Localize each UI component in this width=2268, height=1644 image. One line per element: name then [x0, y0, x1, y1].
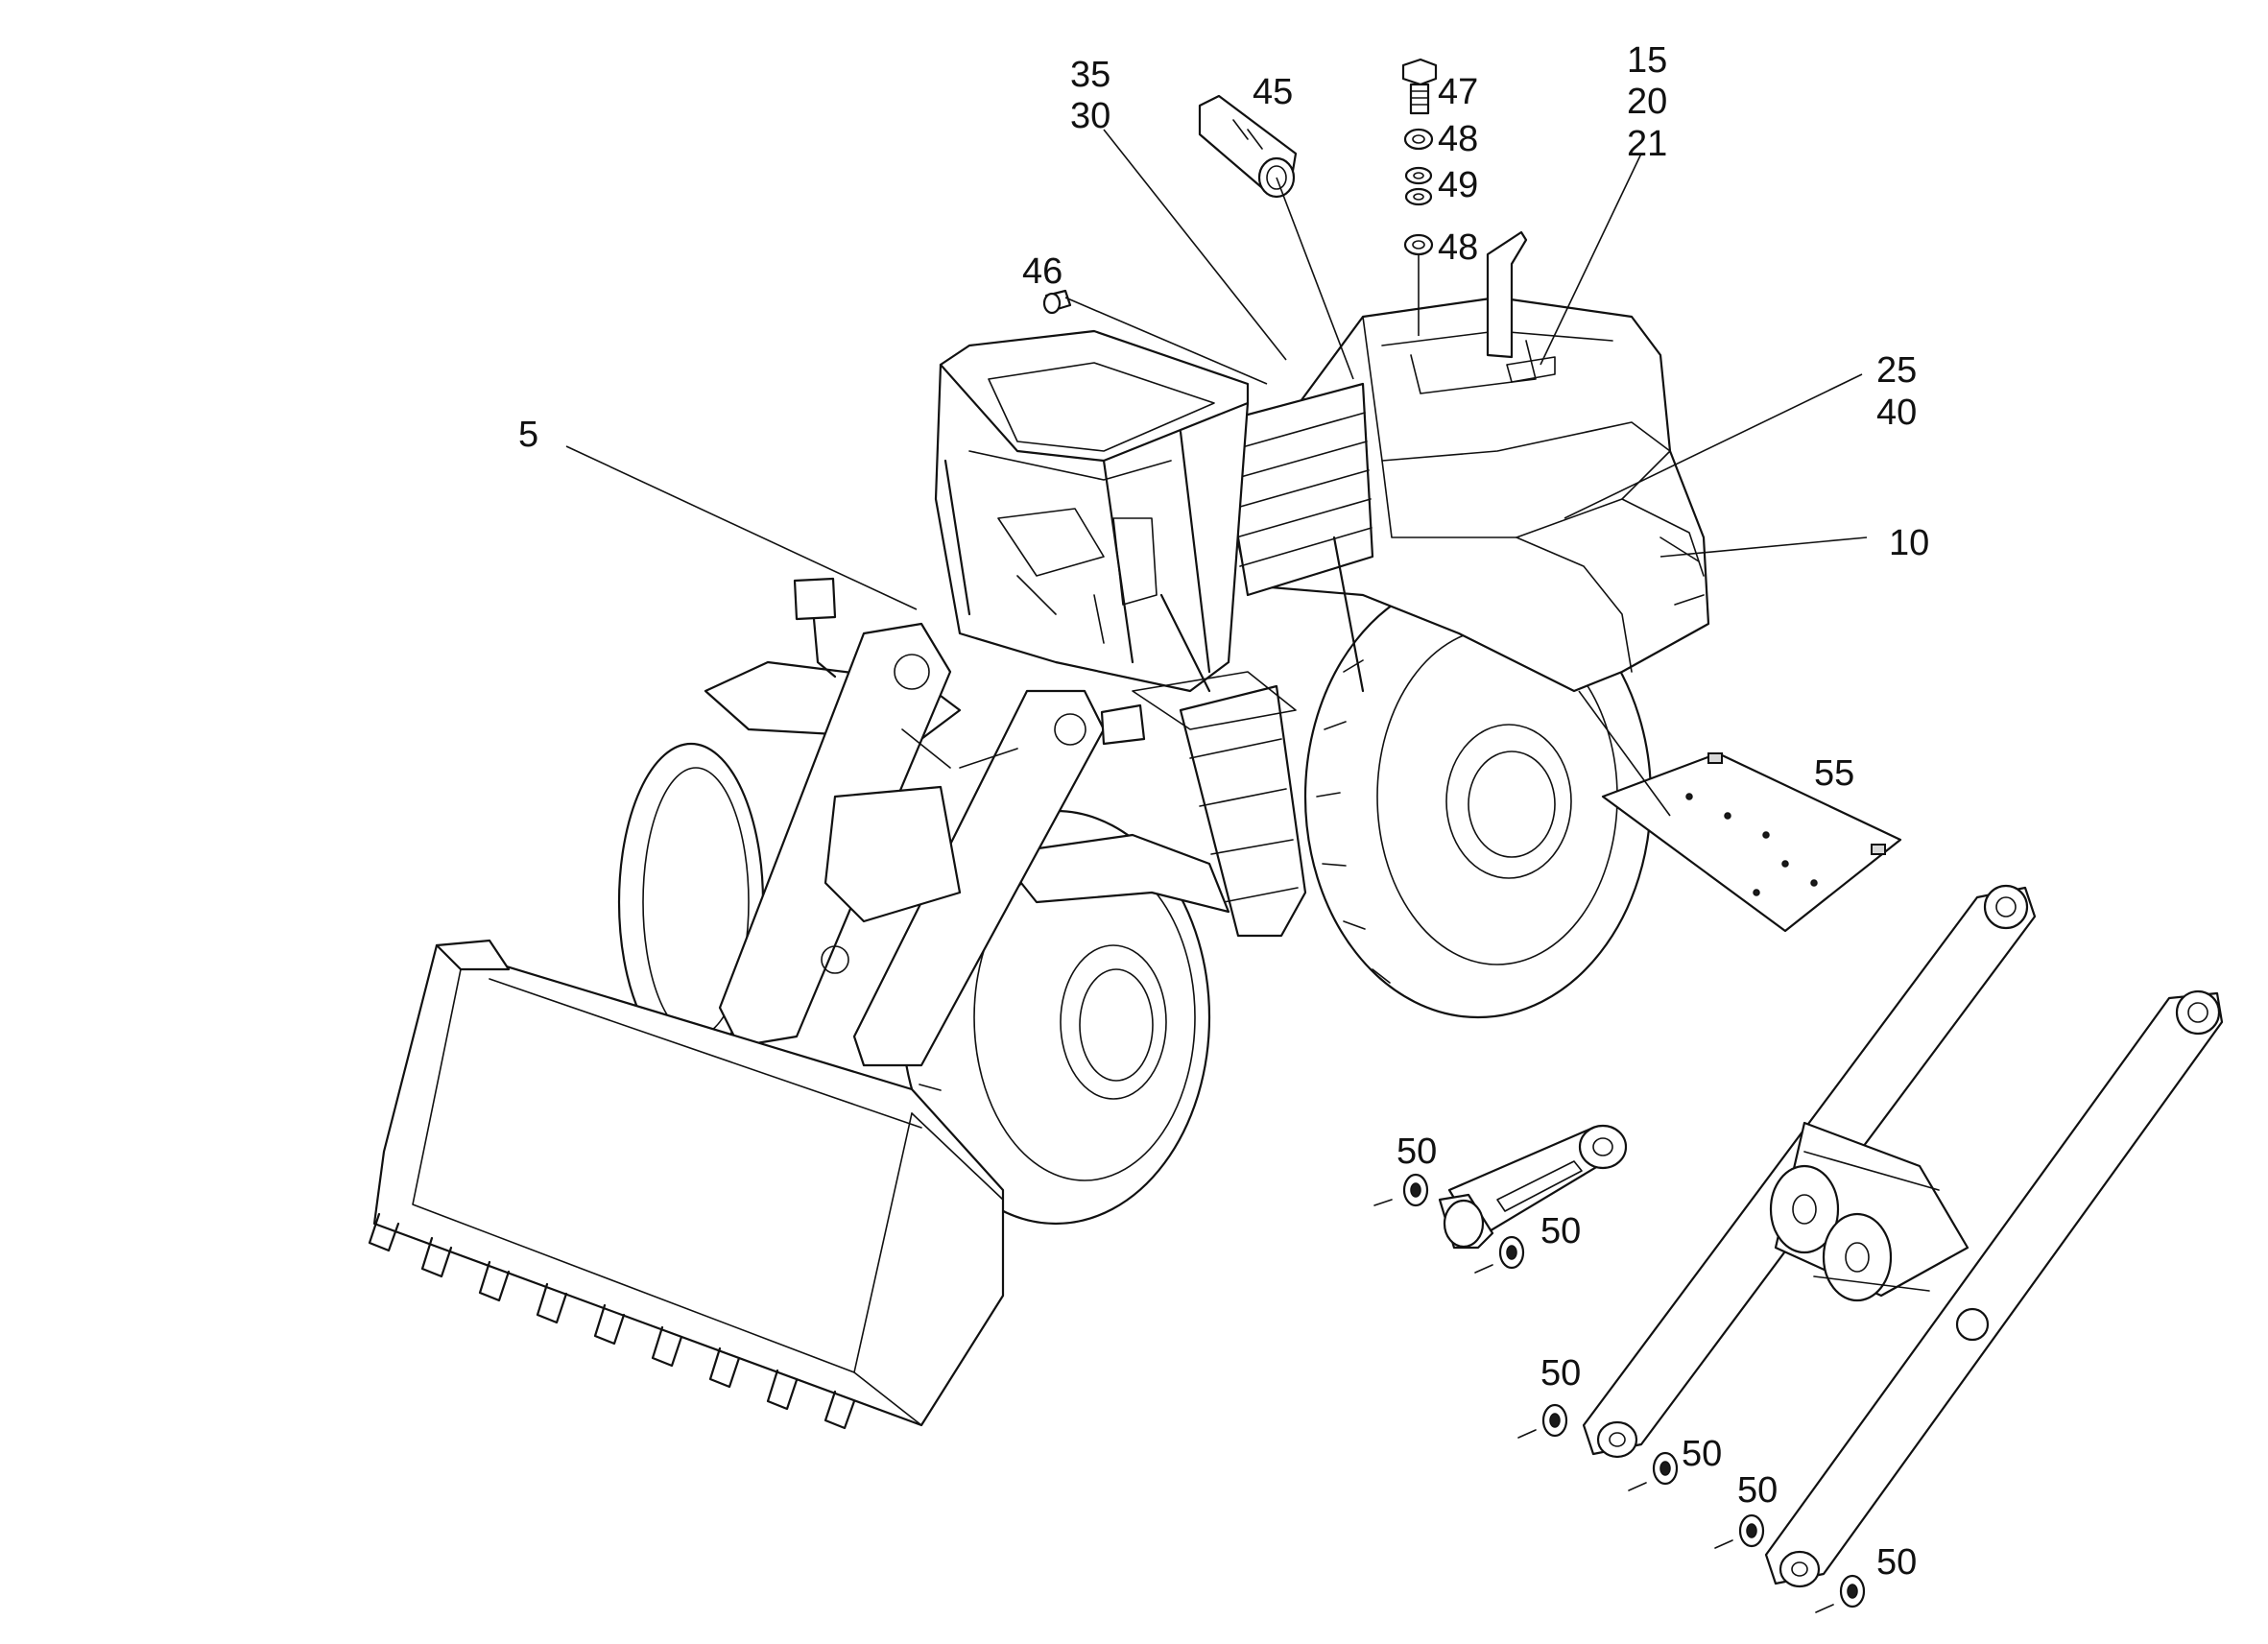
- wheel-loader-illustration: [368, 230, 1710, 1430]
- bolt-and-nut-stack: [1401, 58, 1438, 256]
- tilt-link-assembly: [1373, 1124, 1628, 1274]
- callout-50-arm-right-bottom: 50: [1876, 1542, 1917, 1583]
- callout-35: 35: [1070, 55, 1110, 95]
- callout-48-upper: 48: [1438, 119, 1478, 159]
- work-light: [793, 577, 1146, 746]
- callout-30: 30: [1070, 96, 1110, 136]
- callout-47: 47: [1438, 72, 1478, 112]
- leader-lines: [565, 129, 1868, 817]
- callout-50-arm-left-top: 50: [1540, 1353, 1581, 1394]
- callout-55: 55: [1814, 753, 1854, 794]
- lift-arm-frame: [1517, 884, 2224, 1613]
- access-ladder: [1132, 536, 1365, 938]
- callout-20: 20: [1627, 82, 1667, 122]
- front-bucket: [368, 939, 1005, 1430]
- callout-21: 21: [1627, 124, 1667, 164]
- lift-arms: [718, 622, 1106, 1067]
- callout-48-lower: 48: [1438, 227, 1478, 268]
- callout-45: 45: [1253, 72, 1293, 112]
- callout-25: 25: [1876, 350, 1917, 391]
- callout-50-tilt-top: 50: [1397, 1132, 1437, 1172]
- callout-50-tilt-bottom: 50: [1540, 1211, 1581, 1251]
- bottom-guard-plate: [1601, 751, 1902, 933]
- plug-part: [1042, 289, 1072, 315]
- callout-5: 5: [518, 415, 538, 455]
- callout-labels: 5 35 30 45 46 47 48 49 48 15 20 21 25 40…: [518, 40, 1929, 1583]
- callout-50-arm-left-bottom: 50: [1682, 1434, 1722, 1474]
- callout-40: 40: [1876, 393, 1917, 433]
- operator-cab: [934, 329, 1250, 693]
- callout-50-arm-right-top: 50: [1737, 1470, 1778, 1511]
- callout-10: 10: [1889, 523, 1929, 563]
- exhaust-stack: [1486, 230, 1556, 383]
- callout-46: 46: [1022, 251, 1062, 292]
- callout-49: 49: [1438, 165, 1478, 205]
- callout-15: 15: [1627, 40, 1667, 81]
